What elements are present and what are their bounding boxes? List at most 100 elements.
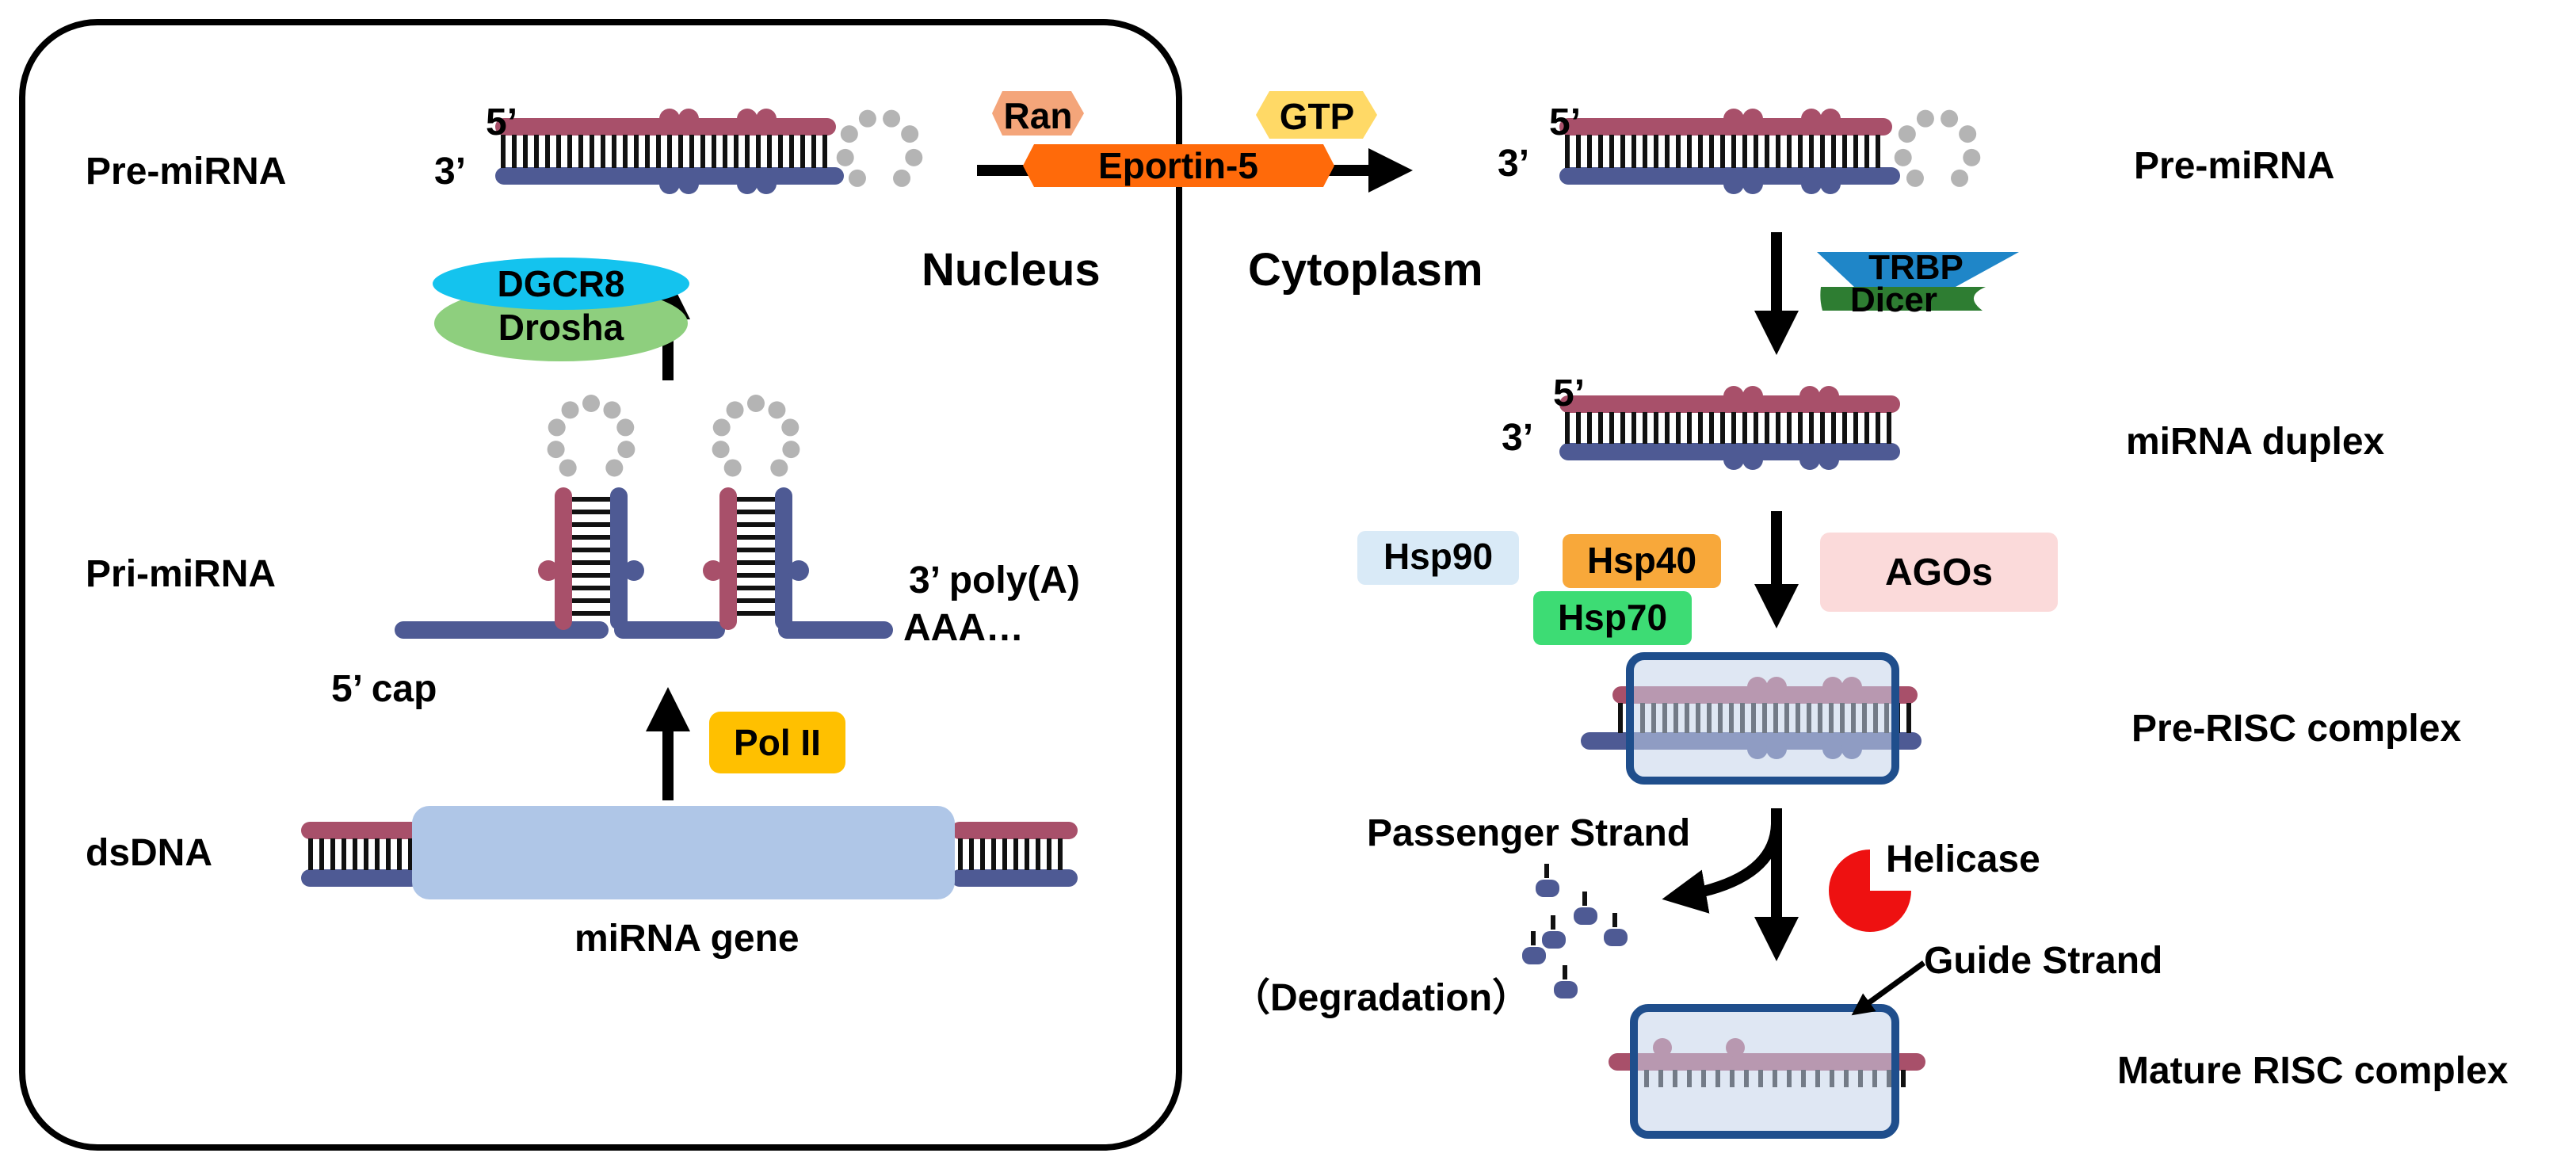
exportin-label: Eportin-5 <box>1098 145 1258 186</box>
pre-mirna-left-loop-bead <box>883 109 901 128</box>
mature-risc-box <box>1630 1004 1899 1139</box>
duplex-bulge <box>1742 386 1763 407</box>
pri-stem-2-right-stem <box>775 487 792 630</box>
label-poly-a: 3’ poly(A) <box>909 559 1080 601</box>
hsp40-box <box>1563 534 1721 588</box>
pre-mirna-right-loop-bead <box>1963 148 1981 166</box>
pri-right-strand <box>778 621 893 639</box>
gtp-label: GTP <box>1280 96 1355 137</box>
label-mirna-gene: miRNA gene <box>574 918 800 960</box>
pri-stem-1-loop-bead <box>617 441 635 459</box>
hsp40-label: Hsp40 <box>1587 540 1696 581</box>
gtp-shape <box>1256 91 1377 139</box>
dicer-label: Dicer <box>1850 281 1937 319</box>
pre-mirna-right-loop-bead <box>1916 109 1934 128</box>
label-pre-mirna-right: Pre-miRNA <box>2134 145 2334 187</box>
pri-stem-1-loop-bead <box>548 418 566 437</box>
dsdna-right-bottom-strand <box>951 869 1078 887</box>
pri-stem-2-bulge <box>703 560 723 581</box>
pri-stem-2-loop-bead <box>747 395 765 412</box>
dgcr8-label: DGCR8 <box>497 263 624 304</box>
pri-stem-1-loop-bead <box>605 459 624 477</box>
pre-mirna-right-bulge <box>1723 174 1744 194</box>
hsp90-box <box>1357 531 1519 585</box>
dsdna-left-bottom-strand <box>301 869 420 887</box>
label-dsdna: dsDNA <box>86 832 212 874</box>
molecule-drawings <box>301 109 1981 1087</box>
degradation-fragment <box>1536 880 1559 897</box>
pre-mirna-left-loop-bead <box>901 125 919 143</box>
drosha-label: Drosha <box>498 307 624 348</box>
trbp-label: TRBP <box>1868 248 1963 287</box>
trbp-shape <box>1817 252 2019 287</box>
pri-stem-1-loop-bead <box>547 441 565 459</box>
label-degradation: （Degradation） <box>1232 977 1530 1019</box>
pre-mirna-left-bulge <box>659 174 680 194</box>
pre-mirna-right-bulge <box>1742 109 1763 129</box>
pri-left-strand <box>395 621 609 639</box>
pri-stem-1-bulge <box>624 560 644 581</box>
pri-stem-1-left-stem <box>555 487 572 630</box>
pre-mirna-left-bulge <box>756 109 777 129</box>
ran-label: Ran <box>1004 95 1073 136</box>
label-mature-risc: Mature RISC complex <box>2117 1050 2509 1092</box>
duplex-bulge <box>1742 449 1763 470</box>
pri-stem-2-loop-bead <box>782 441 800 459</box>
pri-middle-strand <box>614 621 725 639</box>
pri-stem-1-loop-bead <box>561 401 579 419</box>
duplex-bulge <box>1818 386 1839 407</box>
hsp70-box <box>1533 591 1692 645</box>
pri-stem-1-loop-bead <box>582 395 600 412</box>
pri-stem-1-loop-bead <box>603 401 621 419</box>
pre-mirna-right-bulge <box>1820 174 1841 194</box>
pre-mirna-left-loop-bead <box>858 109 876 128</box>
label-pri-mirna: Pri-miRNA <box>86 553 276 595</box>
mirna-gene-box <box>412 806 955 899</box>
duplex-bulge <box>1799 449 1820 470</box>
strand-end-labels: 5’ 3’ 5’ 3’ 5’ 3’ 5’ cap 3’ poly(A) AAA…… <box>331 101 2162 1019</box>
degradation-fragment <box>1542 931 1566 949</box>
label-passenger-strand: Passenger Strand <box>1367 812 1690 854</box>
degradation-fragment <box>1522 947 1546 964</box>
pre-risc-box <box>1626 652 1899 785</box>
degradation-fragment <box>1554 981 1578 998</box>
label-helicase: Helicase <box>1886 838 2040 880</box>
pri-stem-2-bulge <box>788 560 809 581</box>
pre-mirna-left-loop-bead <box>848 169 866 187</box>
pre-mirna-left-bulge <box>659 109 680 129</box>
pre-mirna-right-loop-bead <box>1959 125 1977 143</box>
pol2-label: Pol II <box>734 722 821 763</box>
pri-stem-1-bulge <box>538 560 559 581</box>
pre-mirna-right-loop-bead <box>1951 169 1969 187</box>
dsdna-right-top-strand <box>951 822 1078 839</box>
pre-mirna-left-loop-bead <box>836 148 854 166</box>
degradation-fragment <box>1604 929 1628 946</box>
pre-mirna-left-bulge <box>737 109 758 129</box>
agos-box <box>1820 533 2058 612</box>
pri-stem-2-loop-bead <box>726 401 744 419</box>
pri-stem-2-loop-bead <box>781 418 800 437</box>
label-5p-duplex: 5’ <box>1553 372 1585 414</box>
label-cytoplasm: Cytoplasm <box>1248 244 1483 296</box>
duplex-bulge <box>1818 449 1839 470</box>
label-guide-strand: Guide Strand <box>1924 940 2162 982</box>
label-3p-left: 3’ <box>434 151 466 193</box>
nucleus-boundary <box>19 19 1182 1151</box>
pre-mirna-left-bulge <box>756 174 777 194</box>
pre-mirna-left-bulge <box>678 174 699 194</box>
label-mirna-duplex: miRNA duplex <box>2126 421 2385 463</box>
pri-stem-2-left-stem <box>719 487 737 630</box>
pre-mirna-left-loop-bead <box>893 169 911 187</box>
pri-stem-2-loop-bead <box>712 418 731 437</box>
pre-mirna-right-bulge <box>1820 109 1841 129</box>
pre-mirna-right-loop-bead <box>1906 169 1924 187</box>
pre-mirna-right-bulge <box>1801 109 1822 129</box>
pri-stem-1-loop-bead <box>616 418 635 437</box>
label-5p-left: 5’ <box>486 101 517 143</box>
label-5p-right: 5’ <box>1549 101 1581 143</box>
label-pre-mirna-left: Pre-miRNA <box>86 151 286 193</box>
pri-stem-1-loop-bead <box>559 459 577 477</box>
pre-mirna-left-bulge <box>737 174 758 194</box>
exportin-shape <box>1023 144 1334 187</box>
